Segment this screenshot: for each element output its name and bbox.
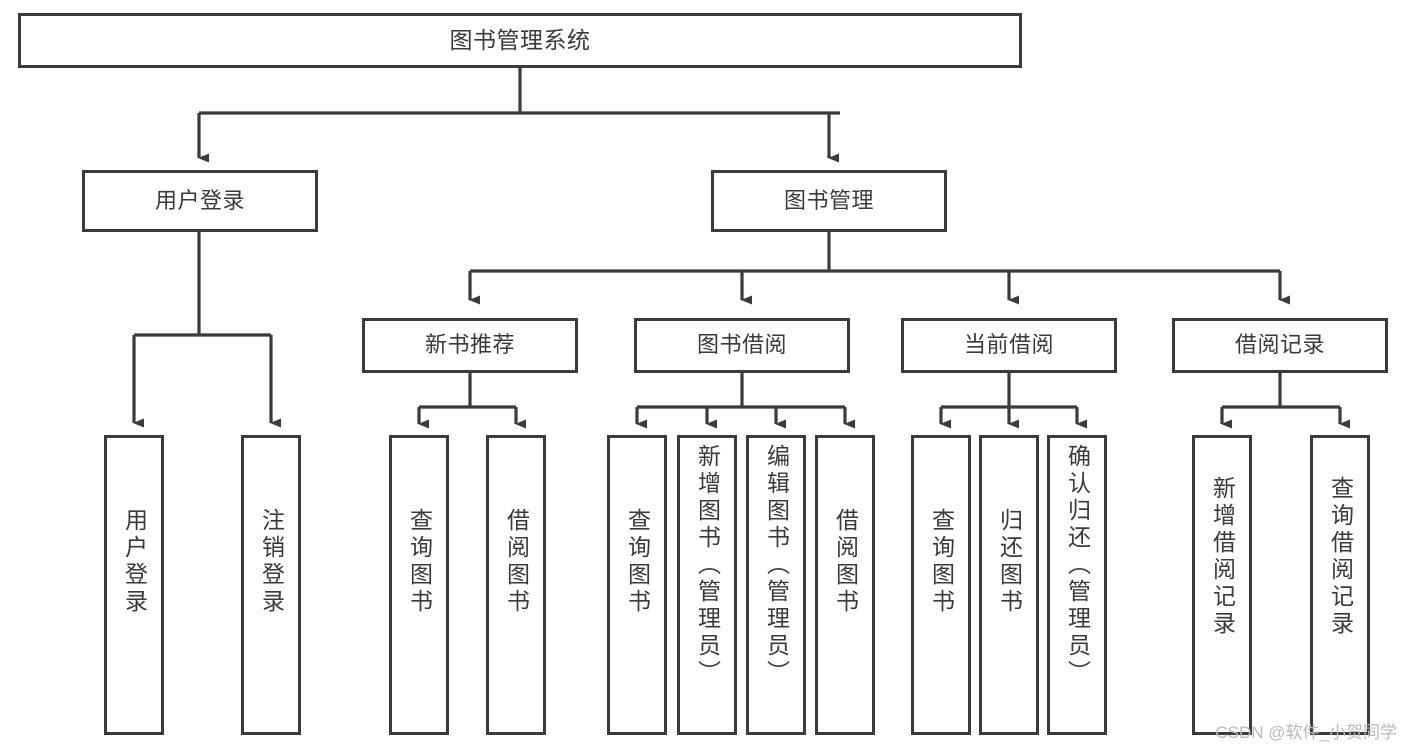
node-label: 借阅记录 — [1234, 332, 1325, 358]
node-label: 查询图书 — [406, 508, 433, 616]
leaf-return-book[interactable]: 归还图书 — [979, 435, 1039, 735]
leaf-confirm-return-admin[interactable]: 确认归还（管理员） — [1047, 435, 1107, 735]
node-label: 新书推荐 — [424, 332, 515, 358]
node-label: 用户登录 — [154, 187, 245, 213]
node-label: 借阅图书 — [832, 508, 859, 616]
leaf-borrow-book-recommend[interactable]: 借阅图书 — [486, 435, 546, 735]
leaf-user-login[interactable]: 用户登录 — [104, 435, 164, 735]
leaf-query-borrow-record[interactable]: 查询借阅记录 — [1310, 435, 1370, 735]
leaf-add-book-admin[interactable]: 新增图书（管理员） — [677, 435, 737, 735]
node-current-borrow[interactable]: 当前借阅 — [901, 318, 1117, 373]
leaf-logout[interactable]: 注销登录 — [241, 435, 301, 735]
node-new-book-recommendation[interactable]: 新书推荐 — [362, 318, 578, 373]
node-label: 新增图书（管理员） — [694, 444, 721, 687]
node-label: 用户登录 — [121, 508, 148, 616]
node-label: 注销登录 — [258, 508, 285, 616]
leaf-add-borrow-record[interactable]: 新增借阅记录 — [1192, 435, 1252, 735]
node-user-login[interactable]: 用户登录 — [82, 170, 318, 232]
csdn-watermark: CSDN @软件_小贺同学 — [1215, 723, 1397, 742]
node-label: 查询图书 — [928, 508, 955, 616]
leaf-query-book-recommend[interactable]: 查询图书 — [389, 435, 449, 735]
node-label: 新增借阅记录 — [1209, 476, 1236, 638]
leaf-query-book-borrow[interactable]: 查询图书 — [607, 435, 667, 735]
node-label: 借阅图书 — [503, 508, 530, 616]
node-root-book-management-system[interactable]: 图书管理系统 — [18, 13, 1022, 68]
leaf-borrow-book[interactable]: 借阅图书 — [815, 435, 875, 735]
node-label: 查询图书 — [624, 508, 651, 616]
node-label: 图书借阅 — [696, 332, 787, 358]
node-label: 归还图书 — [996, 508, 1023, 616]
node-label: 编辑图书（管理员） — [763, 444, 790, 687]
node-label: 当前借阅 — [963, 332, 1054, 358]
node-label: 确认归还（管理员） — [1064, 444, 1091, 687]
leaf-edit-book-admin[interactable]: 编辑图书（管理员） — [746, 435, 806, 735]
node-book-borrow[interactable]: 图书借阅 — [634, 318, 850, 373]
node-label: 图书管理系统 — [449, 26, 591, 53]
node-borrow-record[interactable]: 借阅记录 — [1172, 318, 1388, 373]
node-label: 查询借阅记录 — [1327, 476, 1354, 638]
node-book-management[interactable]: 图书管理 — [711, 170, 947, 232]
leaf-query-book-current[interactable]: 查询图书 — [911, 435, 971, 735]
node-label: 图书管理 — [783, 187, 874, 213]
